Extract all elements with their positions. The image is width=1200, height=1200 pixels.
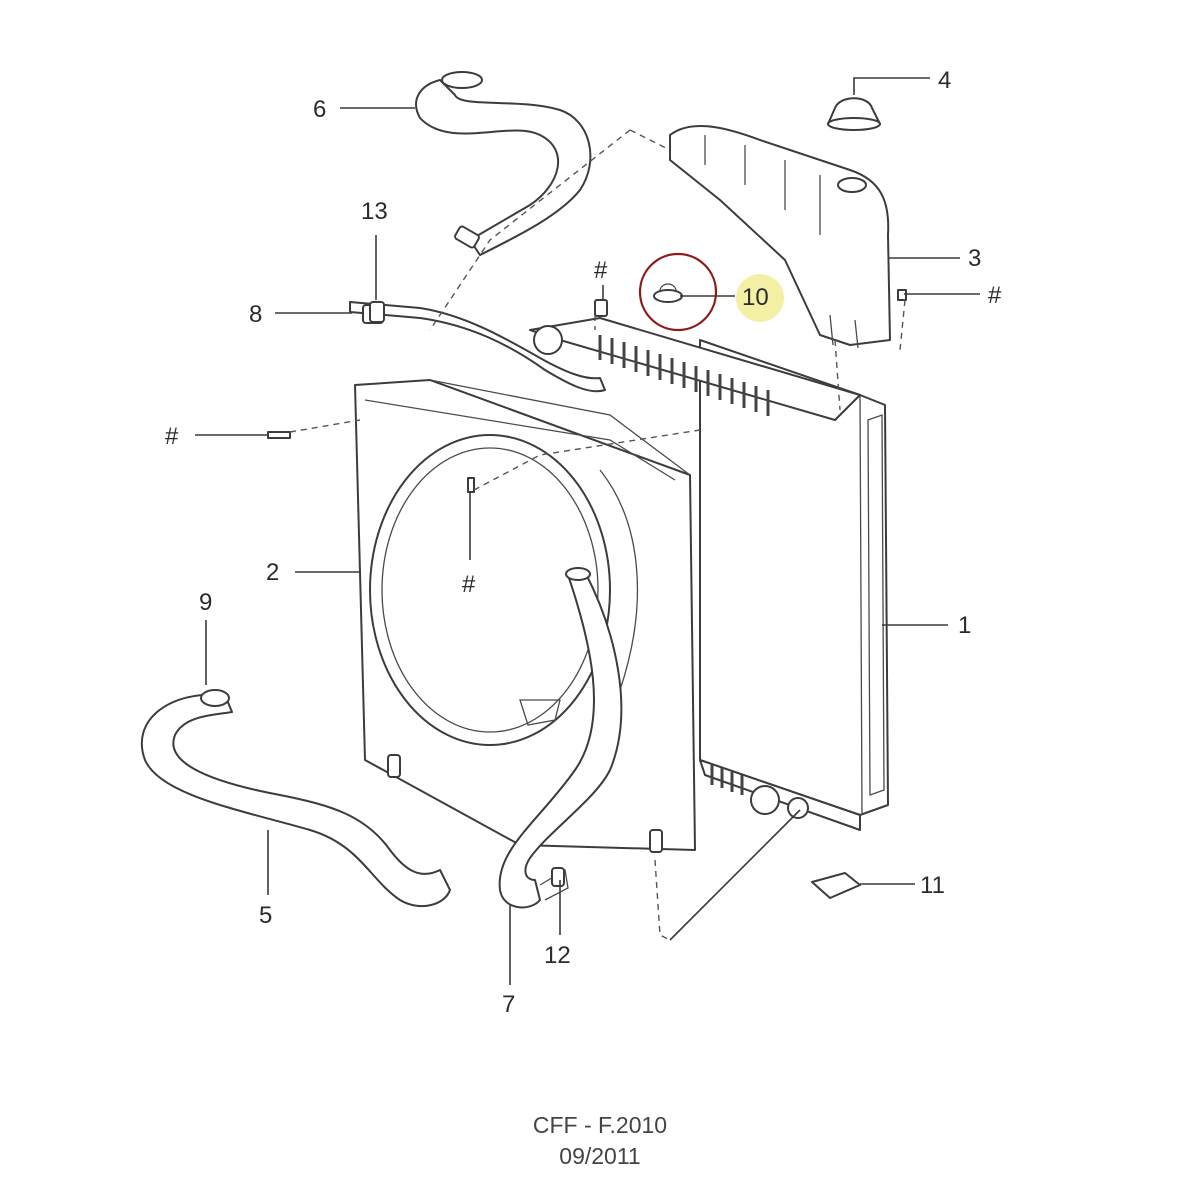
- label-part-12: 12: [544, 942, 571, 969]
- label-part-3: 3: [968, 245, 981, 272]
- bolt-tank: [897, 289, 907, 301]
- hose-clamp-12: [551, 867, 565, 887]
- fan-shroud: [354, 379, 696, 853]
- vent-hose: [349, 301, 606, 393]
- radiator: [529, 317, 889, 831]
- hash-label-top: #: [594, 257, 608, 284]
- installation-lines: [289, 129, 906, 941]
- label-part-2: 2: [266, 559, 279, 586]
- hash-label-tank: #: [988, 282, 1002, 309]
- highlight-marker: [736, 274, 784, 322]
- hash-label-left: #: [165, 423, 179, 450]
- radiator-outlet-line: [669, 809, 801, 941]
- lower-hose: [140, 689, 451, 908]
- radiator-bottom-fins: [710, 765, 744, 795]
- label-part-9: 9: [199, 589, 212, 616]
- label-part-7: 7: [502, 991, 515, 1018]
- bypass-hose: [498, 567, 623, 909]
- label-part-5: 5: [259, 902, 272, 929]
- label-part-1: 1: [958, 612, 971, 639]
- footer-date: 09/2011: [559, 1143, 641, 1169]
- label-part-11: 11: [920, 872, 945, 899]
- expansion-tank: [669, 124, 891, 349]
- bolt-shroud-left: [267, 431, 291, 439]
- hose-clamp-13: [369, 301, 385, 323]
- label-part-10: 10: [742, 284, 769, 311]
- hash-label-center: #: [462, 571, 476, 598]
- label-part-8: 8: [249, 301, 262, 328]
- grommet: [653, 283, 683, 303]
- label-part-4: 4: [938, 67, 951, 94]
- leader-lines: [195, 77, 980, 985]
- clip-top: [594, 299, 608, 317]
- label-part-13: 13: [361, 198, 388, 225]
- upper-hose: [415, 71, 592, 256]
- radiator-fins: [598, 335, 770, 416]
- footer-code: CFF - F.2010: [532, 1112, 668, 1138]
- highlight-circle: [638, 252, 718, 332]
- tank-cap: [827, 97, 881, 131]
- mount-bracket: [811, 872, 861, 899]
- bolt-shroud-center: [467, 477, 475, 493]
- label-part-6: 6: [313, 96, 326, 123]
